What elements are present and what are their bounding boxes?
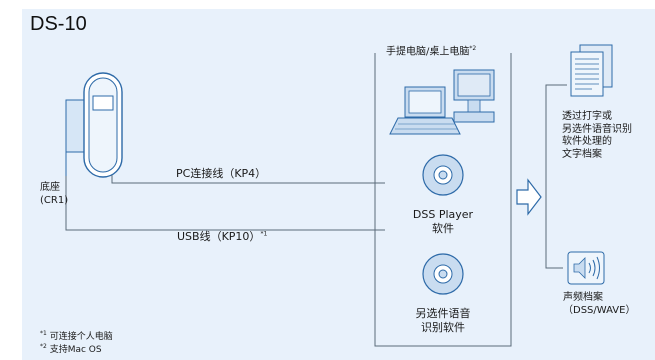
footnote-2-mark: *2 bbox=[40, 343, 47, 351]
footnote-2-text: 支持Mac OS bbox=[49, 345, 102, 356]
output-arrow-icon bbox=[516, 178, 542, 216]
document-label-line1: 透过打字或 bbox=[562, 111, 612, 122]
document-label-line4: 文字档案 bbox=[562, 148, 602, 160]
base-model: (CR1) bbox=[40, 194, 69, 206]
cd-icon bbox=[422, 253, 464, 295]
document-label-line2: 另选件语音识别 bbox=[562, 123, 632, 135]
computer-icon bbox=[389, 69, 495, 135]
audio-label-line2: （DSS/WAVE） bbox=[563, 304, 636, 316]
footnote-1: *1 可连接个人电脑 bbox=[40, 330, 113, 343]
usb-cable-label: USB线（KP10）*1 bbox=[177, 230, 267, 244]
diagram-title: DS-10 bbox=[30, 13, 87, 35]
footnotes: *1 可连接个人电脑 *2 支持Mac OS bbox=[40, 330, 113, 357]
document-icon bbox=[570, 44, 613, 97]
pc-label: 手提电脑/桌上电脑*2 bbox=[386, 45, 476, 59]
voice-recognition-line2: 识别软件 bbox=[421, 320, 465, 334]
footnote-1-text: 可连接个人电脑 bbox=[49, 332, 113, 342]
pc-label-text: 手提电脑/桌上电脑 bbox=[386, 46, 470, 58]
audio-file-label: 声频档案 （DSS/WAVE） bbox=[563, 292, 635, 317]
cd-icon bbox=[422, 154, 464, 196]
pc-footnote-mark: *2 bbox=[469, 45, 477, 52]
usb-footnote-mark: *1 bbox=[260, 230, 268, 238]
document-label-line3: 软件处理的 bbox=[562, 136, 612, 147]
dss-software-name: DSS Player bbox=[412, 208, 474, 221]
dss-software-type: 软件 bbox=[432, 221, 454, 235]
footnote-1-mark: *1 bbox=[40, 330, 47, 337]
diagram-background bbox=[22, 9, 655, 360]
recorder-icon bbox=[65, 72, 123, 178]
usb-cable-text: USB线（KP10） bbox=[177, 230, 261, 243]
audio-label-line1: 声频档案 bbox=[563, 292, 603, 303]
base-label: 底座 (CR1) bbox=[40, 182, 68, 207]
base-name: 底座 bbox=[40, 182, 60, 193]
document-file-label: 透过打字或 另选件语音识别 软件处理的 文字档案 bbox=[562, 111, 632, 161]
pc-cable-label: PC连接线（KP4） bbox=[176, 167, 267, 180]
voice-recognition-software-label: 另选件语音 识别软件 bbox=[400, 307, 486, 335]
voice-recognition-line1: 另选件语音 bbox=[415, 307, 471, 320]
dss-software-label: DSS Player 软件 bbox=[403, 208, 483, 236]
speaker-icon bbox=[567, 251, 605, 285]
footnote-2: *2 支持Mac OS bbox=[40, 343, 113, 356]
